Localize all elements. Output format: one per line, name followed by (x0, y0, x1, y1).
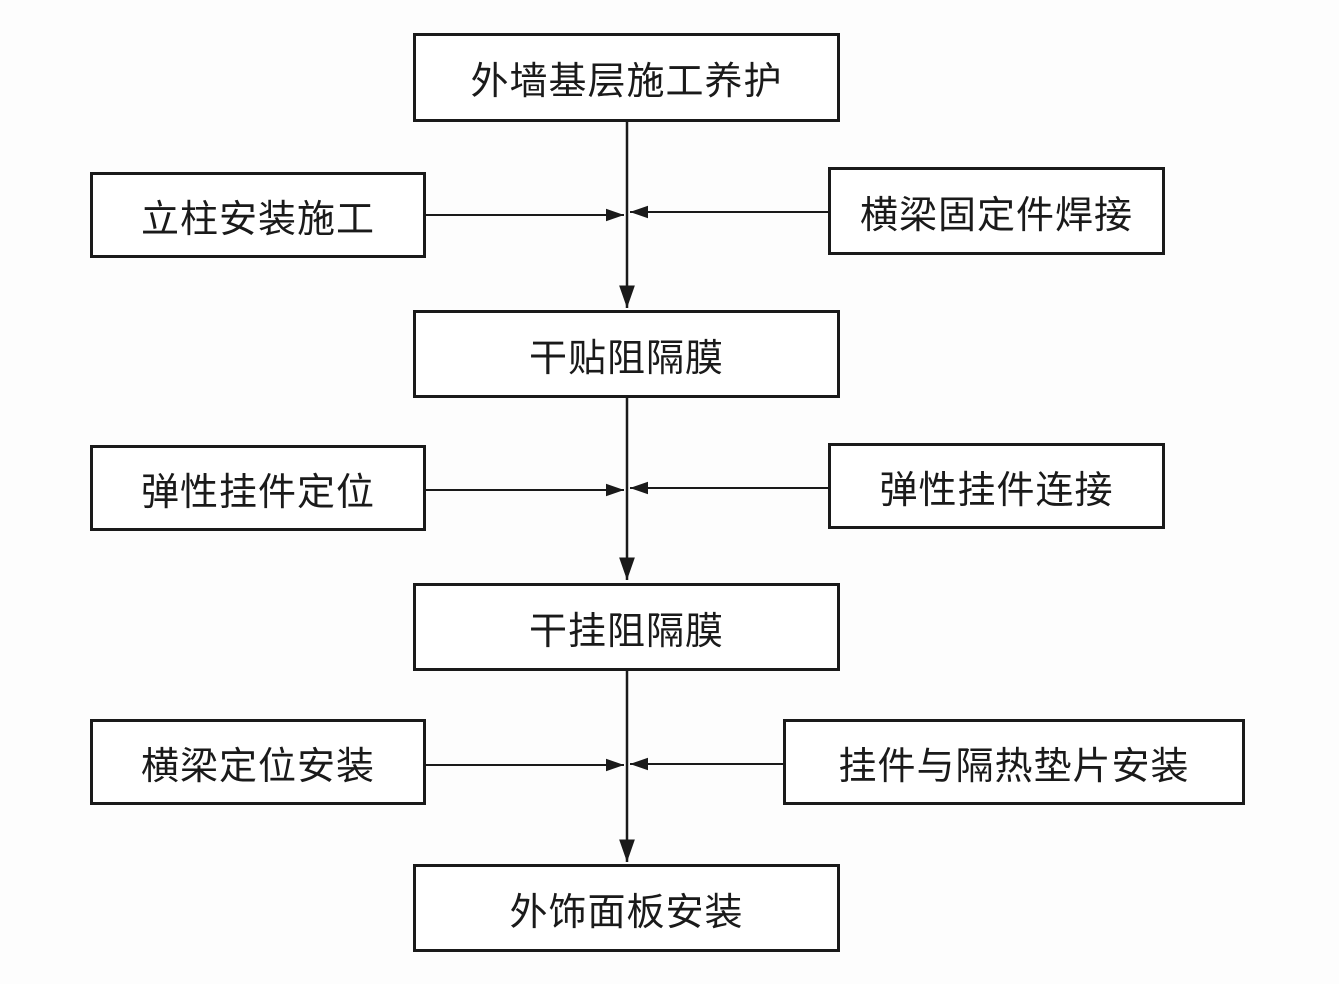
main-step-2: 干贴阻隔膜 (413, 310, 840, 398)
right-input-1: 横梁固定件焊接 (828, 167, 1165, 255)
right-input-2: 弹性挂件连接 (828, 443, 1165, 529)
left-input-1: 立柱安装施工 (90, 172, 426, 258)
left-input-2: 弹性挂件定位 (90, 445, 426, 531)
right-input-3: 挂件与隔热垫片安装 (783, 719, 1245, 805)
left-input-3: 横梁定位安装 (90, 719, 426, 805)
main-step-1: 外墙基层施工养护 (413, 33, 840, 122)
main-step-4: 外饰面板安装 (413, 864, 840, 952)
main-step-3: 干挂阻隔膜 (413, 583, 840, 671)
